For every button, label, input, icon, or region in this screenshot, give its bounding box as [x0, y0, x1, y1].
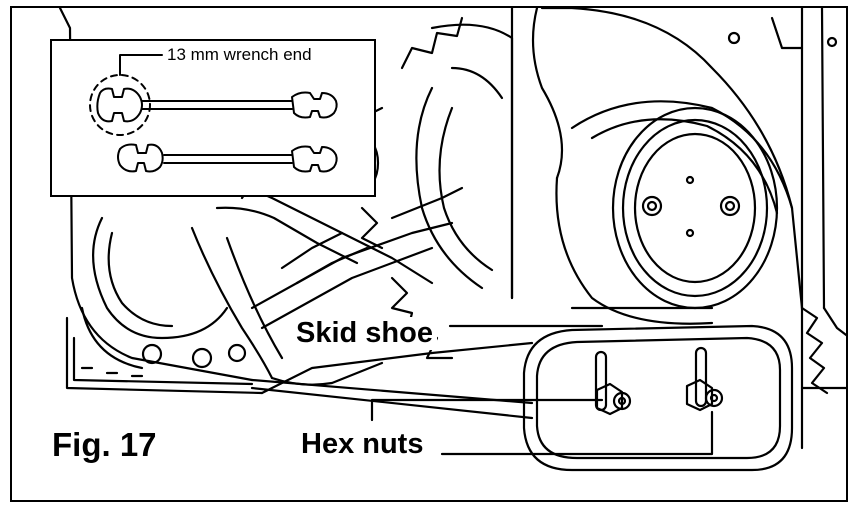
drive-plate [611, 106, 779, 310]
tire [800, 306, 846, 395]
wrench-top [96, 87, 338, 123]
skid-shoe [522, 324, 794, 472]
wrench-callout-leader [119, 54, 163, 76]
auger-housing-right [510, 8, 838, 450]
figure-frame: Fig. 17 Skid shoe Hex nuts [10, 6, 848, 502]
wrench-end-highlight [89, 74, 151, 136]
wrench-inset: 13 mm wrench end [50, 39, 376, 197]
hex-nut-left [595, 382, 632, 416]
hex-nuts-label: Hex nuts [297, 428, 428, 461]
wrench-drawing [89, 54, 338, 173]
skid-shoe-label: Skid shoe [292, 317, 437, 350]
scraper-bar [250, 341, 534, 420]
auger-housing-left [58, 8, 264, 395]
wrench-end-label: 13 mm wrench end [164, 45, 315, 65]
hex-nuts-leaders [370, 398, 714, 456]
hex-nut-right [685, 378, 724, 412]
figure-label: Fig. 17 [52, 426, 157, 463]
impeller-ring [350, 16, 514, 360]
wrench-bottom [117, 143, 338, 173]
